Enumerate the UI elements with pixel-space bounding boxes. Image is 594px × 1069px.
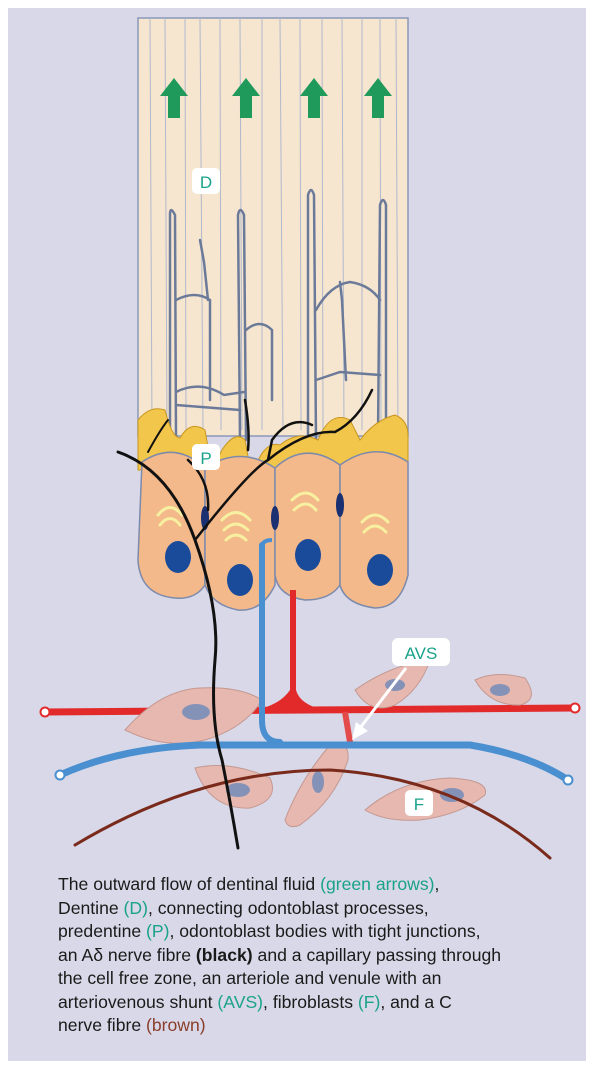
label-predentine: P bbox=[192, 444, 220, 470]
odontoblast-3 bbox=[275, 453, 340, 600]
svg-text:AVS: AVS bbox=[405, 644, 438, 663]
caption-text: , odontoblast bodies with tight junction… bbox=[170, 921, 481, 941]
caption-text: The outward flow of dentinal fluid bbox=[58, 874, 320, 894]
caption-line-7: nerve fibre (brown) bbox=[58, 1014, 578, 1038]
odontoblast-4 bbox=[340, 452, 408, 608]
nucleus-2 bbox=[227, 564, 253, 596]
tight-junction-2 bbox=[271, 506, 279, 530]
caption-green-arrows: (green arrows) bbox=[320, 874, 434, 894]
caption-fibroblast-ref: (F) bbox=[358, 992, 380, 1012]
caption-line-3: predentine (P), odontoblast bodies with … bbox=[58, 920, 578, 944]
nucleus-1 bbox=[165, 541, 191, 573]
venule-end-left bbox=[56, 771, 65, 780]
av-shunt bbox=[345, 712, 350, 742]
figure-caption: The outward flow of dentinal fluid (gree… bbox=[58, 873, 578, 1038]
svg-text:F: F bbox=[414, 795, 424, 814]
caption-text: an Aδ nerve fibre bbox=[58, 945, 196, 965]
caption-black-ref: (black) bbox=[196, 945, 253, 965]
svg-text:D: D bbox=[200, 173, 212, 192]
nucleus-4 bbox=[367, 554, 393, 586]
caption-dentine-ref: (D) bbox=[124, 898, 148, 918]
caption-text: nerve fibre bbox=[58, 1015, 146, 1035]
caption-text: the cell free zone, an arteriole and ven… bbox=[58, 968, 441, 988]
arteriole-end-right bbox=[571, 704, 580, 713]
arteriole-end-left bbox=[41, 708, 50, 717]
nucleus-3 bbox=[295, 539, 321, 571]
odontoblast-bodies bbox=[138, 452, 408, 610]
caption-text: , fibroblasts bbox=[263, 992, 358, 1012]
caption-text: predentine bbox=[58, 921, 146, 941]
venule-end-right bbox=[564, 776, 573, 785]
caption-text: Dentine bbox=[58, 898, 124, 918]
tight-junction-3 bbox=[336, 493, 344, 517]
label-dentine: D bbox=[192, 168, 220, 194]
label-fibroblast: F bbox=[405, 790, 433, 816]
caption-text: , bbox=[435, 874, 440, 894]
caption-brown-ref: (brown) bbox=[146, 1015, 206, 1035]
caption-text: arteriovenous shunt bbox=[58, 992, 217, 1012]
caption-line-5: the cell free zone, an arteriole and ven… bbox=[58, 967, 578, 991]
caption-line-1: The outward flow of dentinal fluid (gree… bbox=[58, 873, 578, 897]
label-avs: AVS bbox=[392, 638, 450, 666]
caption-line-2: Dentine (D), connecting odontoblast proc… bbox=[58, 897, 578, 921]
caption-predentine-ref: (P) bbox=[146, 921, 169, 941]
caption-avs-ref: (AVS) bbox=[217, 992, 263, 1012]
caption-line-4: an Aδ nerve fibre (black) and a capillar… bbox=[58, 944, 578, 968]
caption-text: , connecting odontoblast processes, bbox=[148, 898, 429, 918]
svg-text:P: P bbox=[200, 449, 211, 468]
caption-text: , and a C bbox=[380, 992, 451, 1012]
dental-pulp-diagram: D P AVS F bbox=[0, 0, 594, 870]
caption-line-6: arteriovenous shunt (AVS), fibroblasts (… bbox=[58, 991, 578, 1015]
caption-text: and a capillary passing through bbox=[253, 945, 501, 965]
odontoblast-1 bbox=[138, 452, 205, 598]
